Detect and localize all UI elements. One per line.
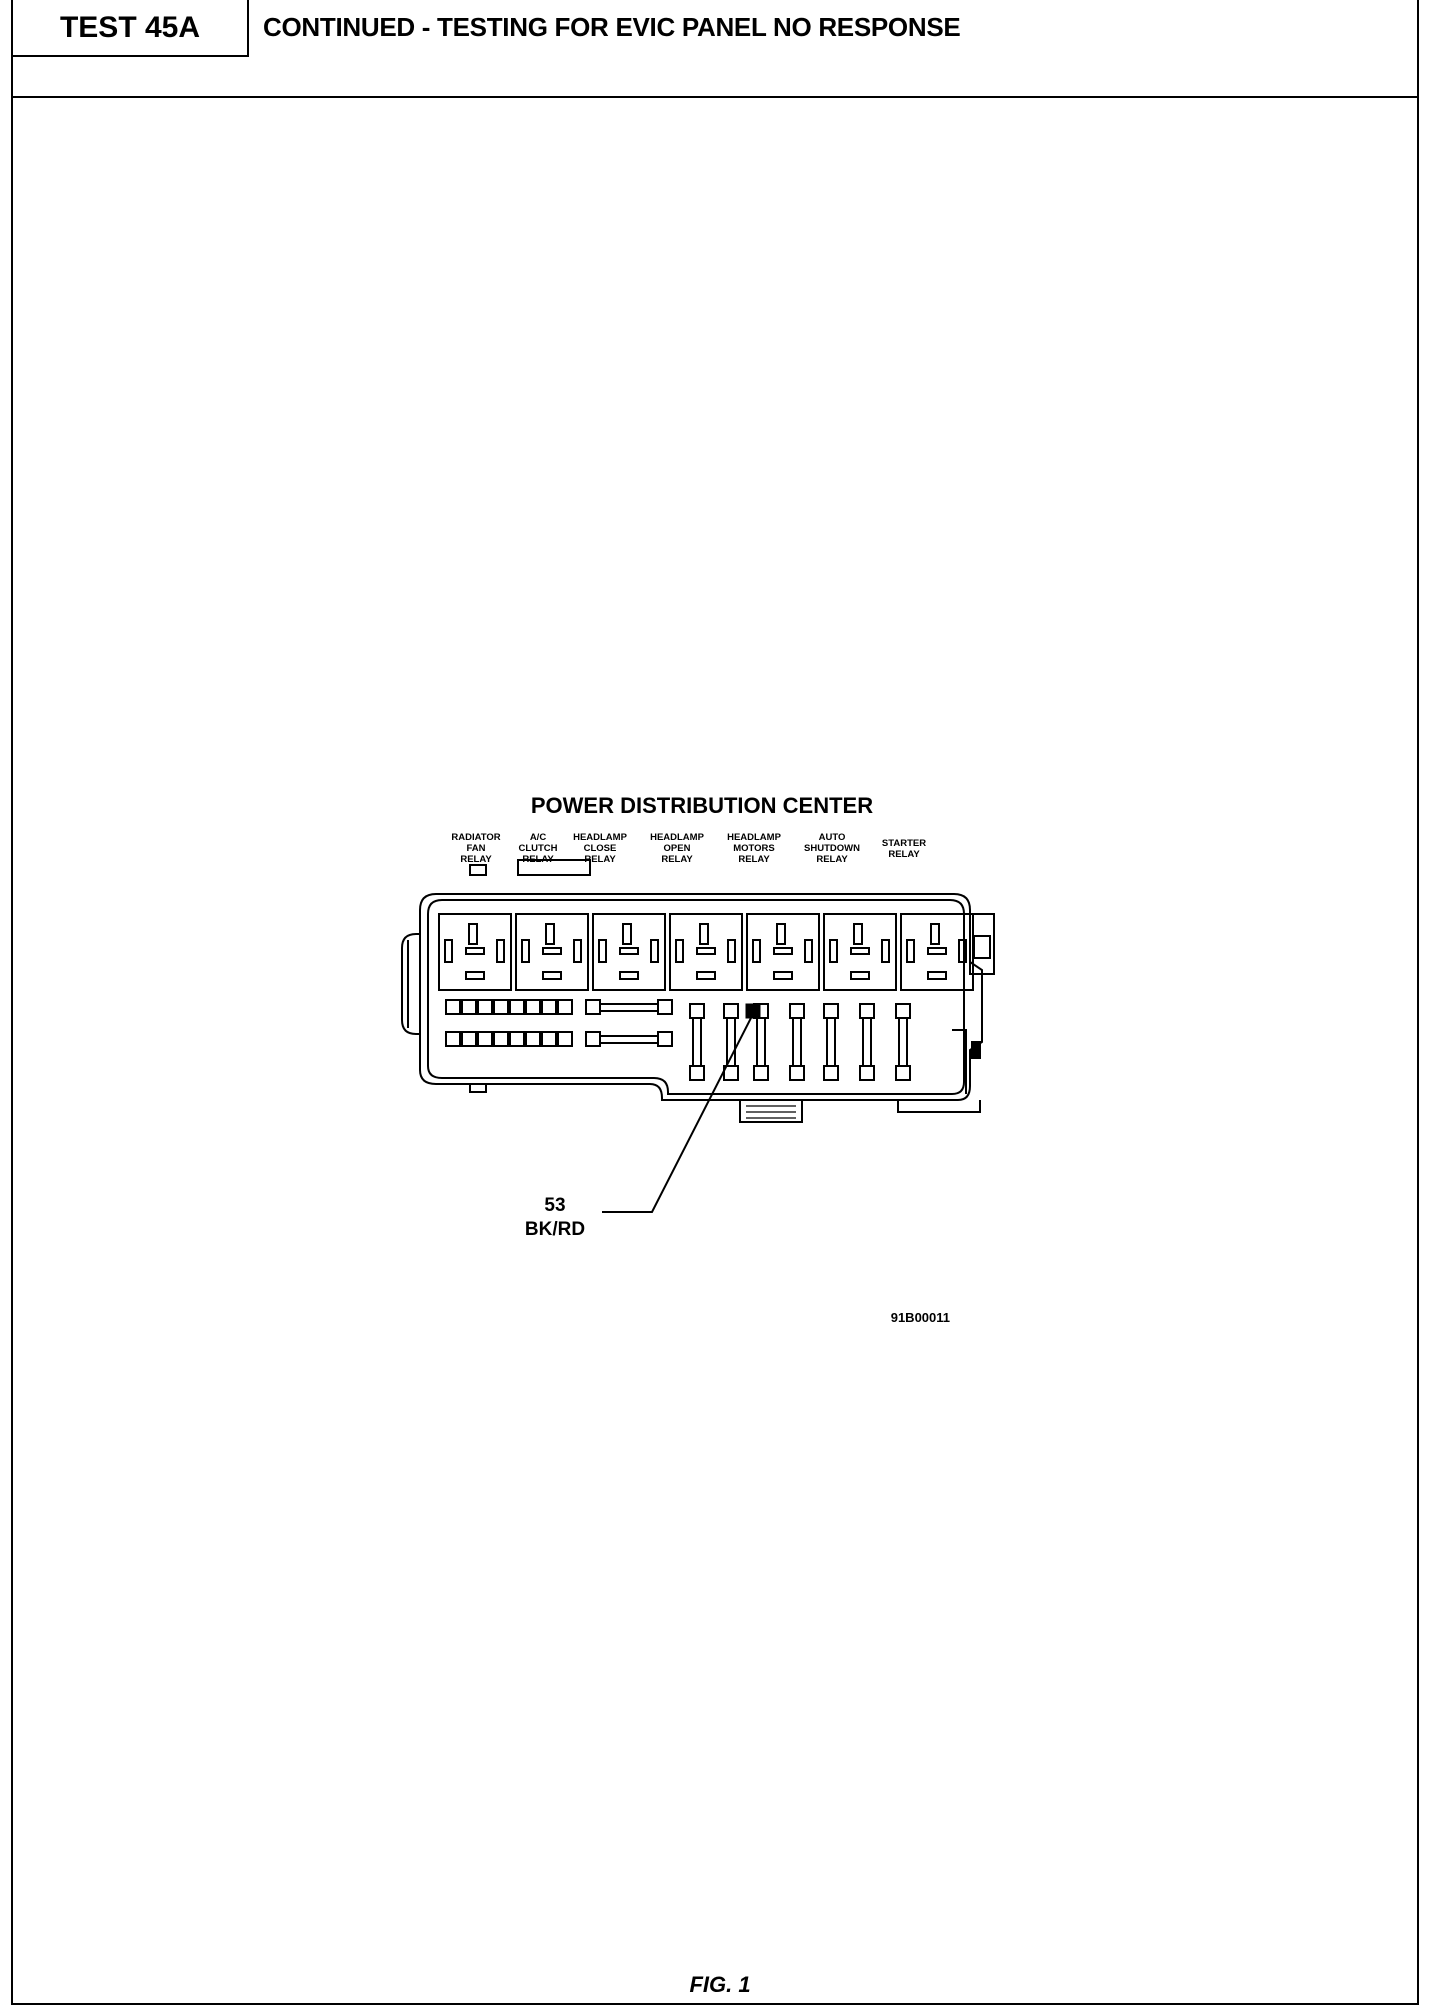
figure-caption: FIG. 1 <box>689 1972 751 1997</box>
test-id-tab: TEST 45A <box>13 0 249 57</box>
relay-socket <box>438 913 512 991</box>
mini-fuse <box>541 1031 557 1047</box>
relay-label-auto-shutdown-1: AUTO <box>819 832 846 843</box>
relay-socket <box>669 913 743 991</box>
wire-circuit-label: 53 <box>544 1195 565 1216</box>
maxi-fuse <box>689 1003 705 1081</box>
relay-socket <box>515 913 589 991</box>
cartridge-fuse <box>585 1031 673 1047</box>
relay-label-starter-2: RELAY <box>888 849 920 860</box>
page-header: TEST 45A CONTINUED - TESTING FOR EVIC PA… <box>11 0 1419 98</box>
mini-fuse <box>477 1031 493 1047</box>
callout-leader-line <box>602 1013 754 1213</box>
maxi-fuse <box>895 1003 911 1081</box>
relay-sockets <box>438 913 974 991</box>
relay-label-auto-shutdown-2: SHUTDOWN <box>804 843 860 854</box>
relay-label-headlamp-open-1: HEADLAMP <box>650 832 704 843</box>
mini-fuse <box>461 999 477 1015</box>
mini-fuse <box>493 999 509 1015</box>
mini-fuse <box>493 1031 509 1047</box>
relay-label-ac-clutch-1: A/C <box>530 832 547 843</box>
mini-fuse <box>557 999 573 1015</box>
mini-fuse <box>445 999 461 1015</box>
relay-socket <box>592 913 666 991</box>
page-title: CONTINUED - TESTING FOR EVIC PANEL NO RE… <box>263 12 961 42</box>
page-frame <box>11 0 1419 2005</box>
mini-fuse <box>525 1031 541 1047</box>
mini-fuse <box>461 1031 477 1047</box>
maxi-fuse <box>823 1003 839 1081</box>
relay-label-radiator-fan-3: RELAY <box>460 854 492 865</box>
relay-socket <box>746 913 820 991</box>
mini-fuse <box>541 999 557 1015</box>
figure-title: POWER DISTRIBUTION CENTER <box>531 793 873 818</box>
pdc-diagram: POWER DISTRIBUTION CENTER RADIATOR FAN R… <box>401 793 995 1325</box>
relay-label-ac-clutch-2: CLUTCH <box>518 843 557 854</box>
power-distribution-center-figure: POWER DISTRIBUTION CENTER RADIATOR FAN R… <box>350 780 1050 1340</box>
relay-label-headlamp-close-2: CLOSE <box>584 843 617 854</box>
relay-label-headlamp-motors-2: MOTORS <box>733 843 775 854</box>
mini-fuse <box>477 999 493 1015</box>
fuse-block <box>445 999 911 1081</box>
relay-label-headlamp-open-2: OPEN <box>664 843 691 854</box>
mini-fuse <box>509 999 525 1015</box>
maxi-fuse <box>723 1003 739 1081</box>
relay-labels: RADIATOR FAN RELAY A/C CLUTCH RELAY HEAD… <box>451 832 926 865</box>
relay-label-starter-1: STARTER <box>882 838 926 849</box>
relay-label-radiator-fan-2: FAN <box>467 843 486 854</box>
mini-fuse <box>525 999 541 1015</box>
mini-fuse <box>509 1031 525 1047</box>
relay-socket <box>900 913 974 991</box>
relay-label-auto-shutdown-3: RELAY <box>816 854 848 865</box>
wire-color-label: BK/RD <box>525 1219 585 1240</box>
relay-label-headlamp-open-3: RELAY <box>661 854 693 865</box>
maxi-fuse <box>859 1003 875 1081</box>
relay-socket <box>823 913 897 991</box>
relay-label-headlamp-close-3: RELAY <box>584 854 616 865</box>
relay-label-radiator-fan-1: RADIATOR <box>451 832 500 843</box>
mini-fuse <box>557 1031 573 1047</box>
highlighted-fuse-cavity <box>745 1003 761 1019</box>
relay-label-headlamp-close-1: HEADLAMP <box>573 832 627 843</box>
relay-label-headlamp-motors-1: HEADLAMP <box>727 832 781 843</box>
cartridge-fuse <box>585 999 673 1015</box>
relay-label-headlamp-motors-3: RELAY <box>738 854 770 865</box>
pdc-housing <box>401 859 995 1123</box>
drawing-code: 91B00011 <box>891 1310 950 1325</box>
mini-fuse <box>445 1031 461 1047</box>
maxi-fuse <box>789 1003 805 1081</box>
